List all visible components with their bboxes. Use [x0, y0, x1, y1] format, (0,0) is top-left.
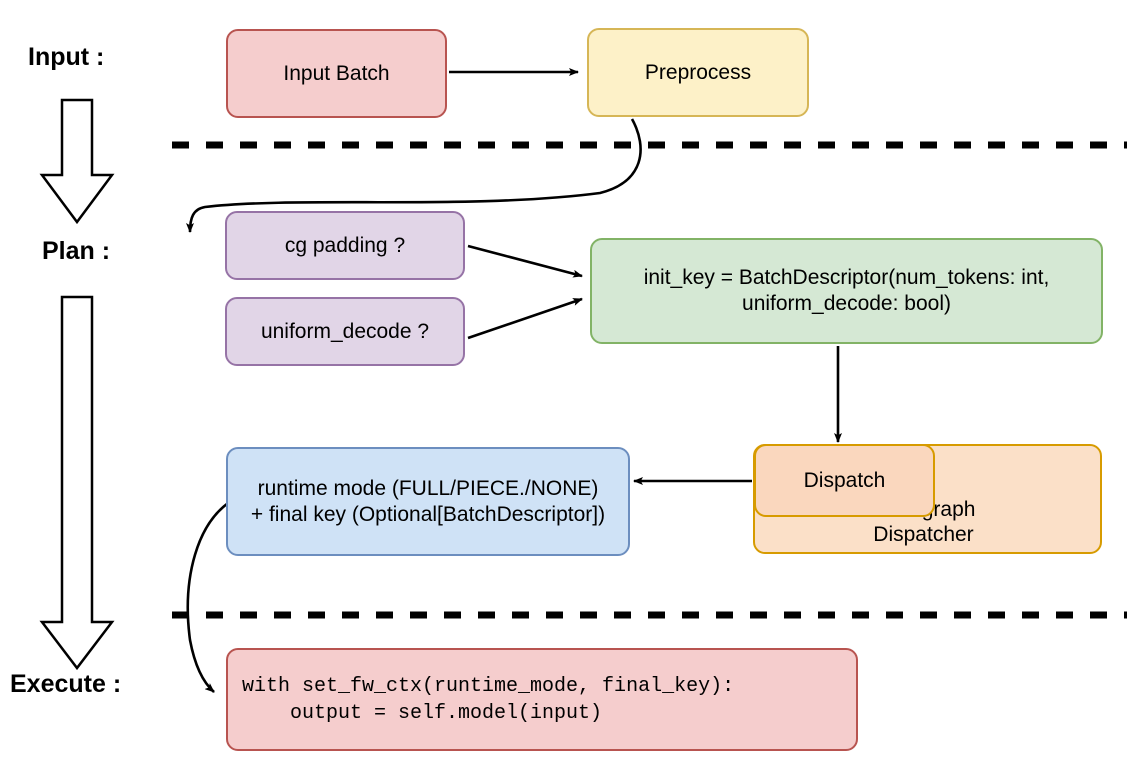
- node-runtime-mode-line2: + final key (Optional[BatchDescriptor]): [250, 502, 606, 526]
- node-init-key[interactable]: init_key = BatchDescriptor(num_tokens: i…: [590, 238, 1103, 344]
- node-runtime-mode[interactable]: runtime mode (FULL/PIECE./NONE) + final …: [226, 447, 630, 556]
- node-init-key-line1: init_key = BatchDescriptor(num_tokens: i…: [643, 266, 1050, 290]
- node-cg-padding-label: cg padding ?: [284, 233, 406, 257]
- node-dispatch[interactable]: Dispatch: [754, 444, 935, 517]
- node-init-key-line2: uniform_decode: bool): [742, 292, 951, 315]
- input-to-plan-flow-arrow: [39, 98, 115, 225]
- edge-cg-padding-to-init-key: [467, 244, 583, 278]
- node-execute-code[interactable]: with set_fw_ctx(runtime_mode, final_key)…: [226, 648, 858, 751]
- node-preprocess[interactable]: Preprocess: [587, 28, 809, 117]
- node-uniform-decode-label: uniform_decode ?: [260, 319, 430, 343]
- plan-to-execute-flow-arrow: [39, 295, 115, 671]
- stage-label-execute: Execute :: [10, 670, 122, 698]
- node-execute-code-line1: with set_fw_ctx(runtime_mode, final_key)…: [242, 674, 735, 698]
- stage-label-input: Input :: [28, 43, 105, 71]
- node-execute-code-line2: output = self.model(input): [242, 701, 603, 725]
- node-input-batch-label: Input Batch: [283, 61, 390, 85]
- edge-uniform-decode-to-init-key: [467, 297, 583, 340]
- node-preprocess-label: Preprocess: [644, 60, 752, 84]
- node-cg-padding[interactable]: cg padding ?: [225, 211, 465, 280]
- node-cudagraph-dispatcher-line2: Dispatcher: [873, 523, 974, 547]
- node-input-batch[interactable]: Input Batch: [226, 29, 447, 118]
- stage-label-plan: Plan :: [42, 237, 111, 265]
- node-dispatch-label: Dispatch: [803, 468, 886, 492]
- node-uniform-decode[interactable]: uniform_decode ?: [225, 297, 465, 366]
- node-runtime-mode-line1: runtime mode (FULL/PIECE./NONE): [257, 476, 599, 500]
